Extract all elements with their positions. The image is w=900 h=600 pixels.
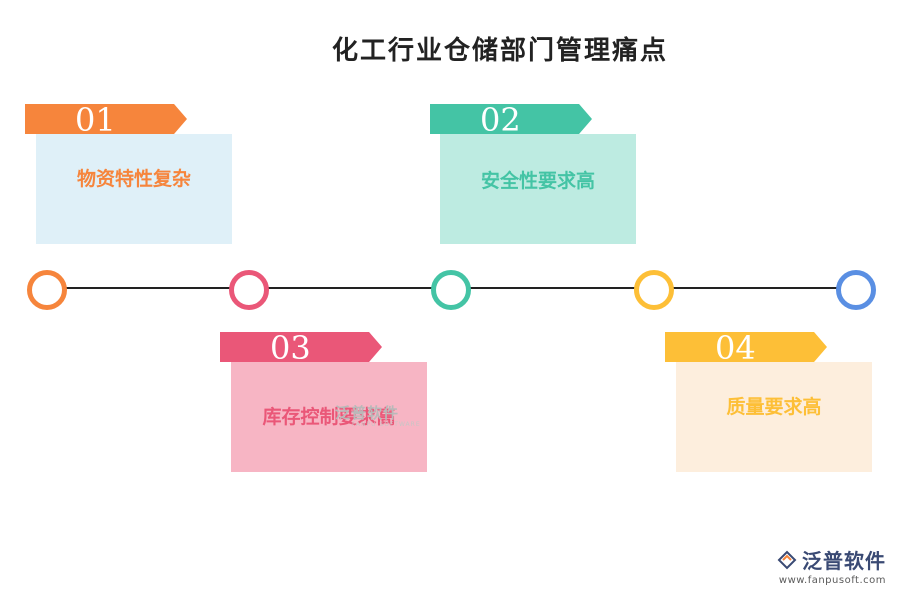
flag-number: 01	[75, 101, 116, 139]
flag-number: 03	[270, 329, 311, 367]
flag-04: 04	[665, 332, 827, 362]
card-03: 库存控制要求高	[231, 362, 427, 472]
timeline-node-5	[836, 270, 876, 310]
flag-02: 02	[430, 104, 592, 134]
card-04: 质量要求高	[676, 362, 872, 472]
timeline-node-3	[431, 270, 471, 310]
card-label: 库存控制要求高	[262, 406, 396, 428]
logo-url: www.fanpusoft.com	[778, 575, 886, 586]
watermark-subtext: FANPU SOFTWARE	[352, 421, 421, 428]
card-label: 质量要求高	[726, 396, 822, 418]
timeline-node-4	[634, 270, 674, 310]
diagram-title: 化工行业仓储部门管理痛点	[331, 36, 668, 66]
logo-name: 泛普软件	[802, 549, 886, 573]
watermark-text: 泛普软件	[335, 404, 400, 422]
logo-icon	[777, 550, 797, 569]
card-01: 物资特性复杂	[36, 134, 232, 244]
flag-03: 03	[220, 332, 382, 362]
brand-logo: 泛普软件 www.fanpusoft.com	[776, 545, 886, 586]
flag-number: 02	[480, 101, 521, 139]
flag-number: 04	[715, 329, 756, 367]
timeline-node-1	[27, 270, 67, 310]
card-label: 物资特性复杂	[76, 168, 191, 190]
timeline-node-2	[229, 270, 269, 310]
flag-01: 01	[25, 104, 187, 134]
card-label: 安全性要求高	[480, 170, 595, 192]
card-02: 安全性要求高	[440, 134, 636, 244]
